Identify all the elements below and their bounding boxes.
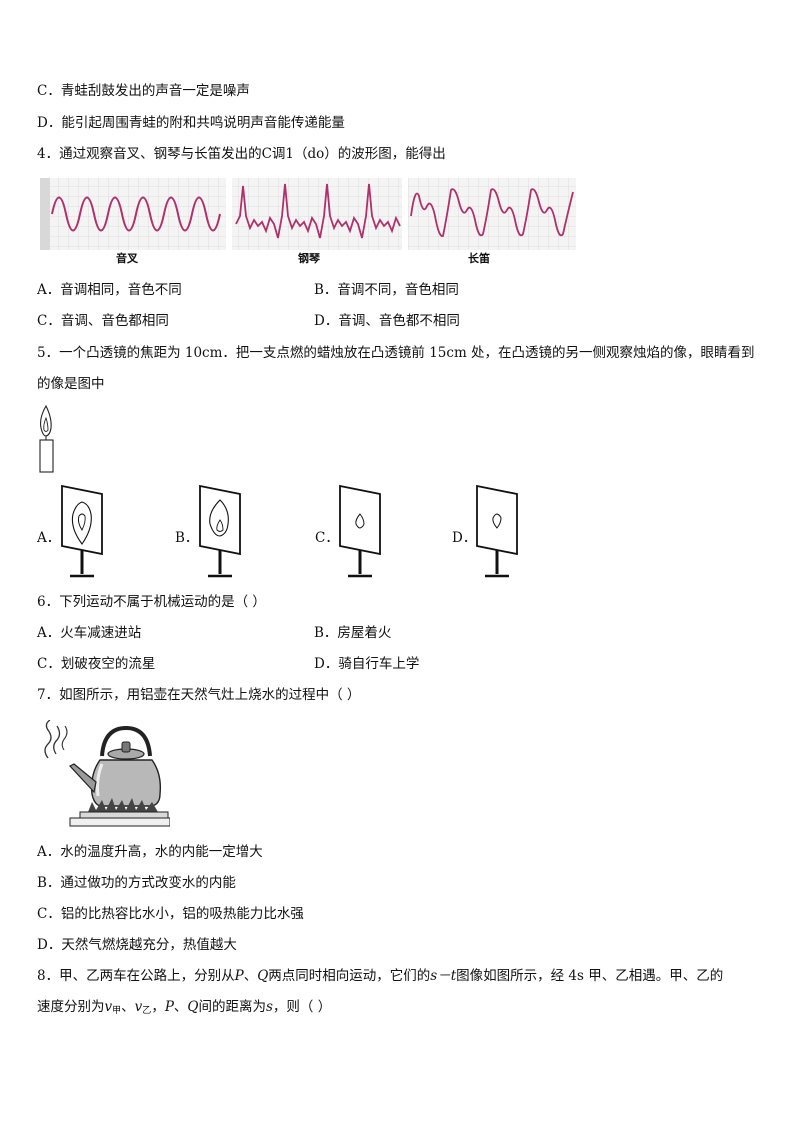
q8-stem-line2: 速度分别为v甲、v乙，P、Q间的距离为s，则（ ） xyxy=(37,999,332,1016)
waveform-diagrams xyxy=(40,178,576,250)
q4-option-a: A．音调相同，音色不同 xyxy=(37,282,182,298)
tuning-fork-waveform xyxy=(40,178,226,250)
q7-option-b: B．通过做功的方式改变水的内能 xyxy=(37,875,236,891)
q4-option-b: B．音调不同，音色相同 xyxy=(314,282,459,298)
q5-stem-line2: 的像是图中 xyxy=(37,376,105,392)
label-tuning-fork: 音叉 xyxy=(116,252,138,265)
q5-image-b xyxy=(196,484,246,582)
flute-waveform xyxy=(408,178,576,250)
q3-option-d: D．能引起周围青蛙的附和共鸣说明声音能传递能量 xyxy=(37,115,345,131)
q6-option-d: D．骑自行车上学 xyxy=(314,656,420,672)
screen-small-inverted-flame xyxy=(476,484,518,578)
q6-stem: 6．下列运动不属于机械运动的是（ ） xyxy=(37,594,266,610)
q7-stem: 7．如图所示，用铝壶在天然气灶上烧水的过程中（ ） xyxy=(37,687,361,703)
q5-label-b: B． xyxy=(175,530,199,546)
q5-image-a xyxy=(58,484,108,582)
screen-small-flame xyxy=(339,484,381,578)
q5-label-d: D． xyxy=(452,530,477,546)
q5-image-d xyxy=(473,484,523,582)
q5-stem-line1: 5．一个凸透镜的焦距为 10cm．把一支点燃的蜡烛放在凸透镜前 15cm 处，在… xyxy=(37,345,755,361)
q6-option-a: A．火车减速进站 xyxy=(37,625,142,641)
q7-option-a: A．水的温度升高，水的内能一定增大 xyxy=(37,844,263,860)
candle-icon xyxy=(39,404,54,473)
q4-stem: 4．通过观察音叉、钢琴与长笛发出的C调1（do）的波形图，能得出 xyxy=(37,146,446,162)
q3-option-c: C．青蛙刮鼓发出的声音一定是噪声 xyxy=(37,83,250,99)
piano-waveform xyxy=(232,178,402,250)
q5-label-a: A． xyxy=(37,530,61,546)
label-piano: 钢琴 xyxy=(298,252,320,265)
q6-option-c: C．划破夜空的流星 xyxy=(37,656,156,672)
q4-option-d: D．音调、音色都不相同 xyxy=(314,313,460,329)
label-flute: 长笛 xyxy=(468,252,490,265)
q4-option-c: C．音调、音色都相同 xyxy=(37,313,169,329)
q8-stem-line1: 8．甲、乙两车在公路上，分别从P、Q两点同时相向运动，它们的s－t图像如图所示，… xyxy=(37,968,724,984)
q4-waveform-figure: 音叉 钢琴 长笛 xyxy=(38,176,578,265)
q5-image-c xyxy=(336,484,386,582)
q6-option-b: B．房屋着火 xyxy=(314,625,392,641)
kettle-figure xyxy=(40,719,171,828)
q7-option-c: C．铝的比热容比水小，铝的吸热能力比水强 xyxy=(37,906,304,922)
candle-figure xyxy=(36,404,58,474)
screen-large-inverted-flame xyxy=(61,484,103,578)
q7-option-d: D．天然气燃烧越充分，热值越大 xyxy=(37,937,237,953)
kettle-on-stove-icon xyxy=(44,719,171,827)
q5-label-c: C． xyxy=(315,530,339,546)
screen-large-upright-flame xyxy=(199,484,241,578)
